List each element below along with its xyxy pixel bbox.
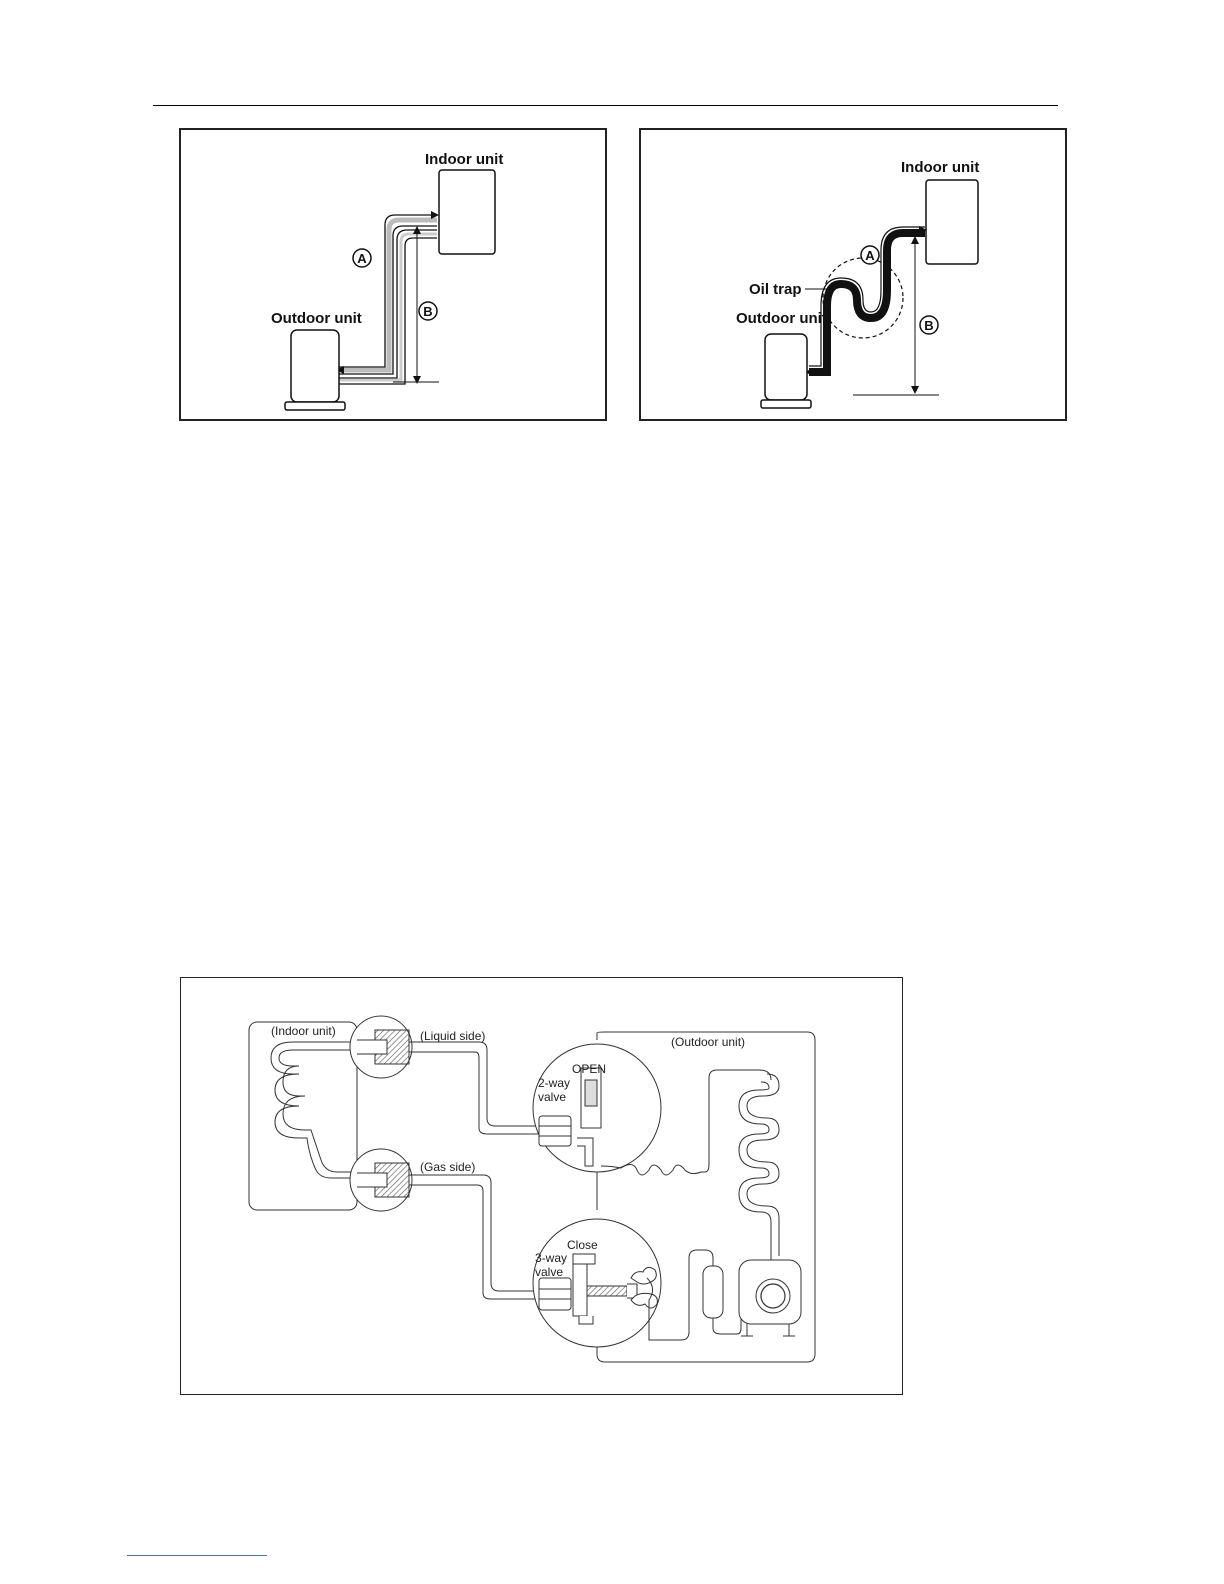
three-way-valve-cap: [573, 1254, 595, 1264]
liquid-side-label: (Liquid side): [420, 1029, 485, 1043]
pipe-fill: [339, 220, 437, 370]
outdoor-coil: [747, 1074, 779, 1256]
indoor-coil: [271, 1042, 357, 1178]
gas-side-label: (Gas side): [420, 1160, 475, 1174]
two-way-valve-nut: [539, 1116, 571, 1146]
indoor-unit-label: (Indoor unit): [271, 1024, 336, 1038]
three-way-valve-label-line2: valve: [535, 1265, 563, 1279]
outdoor-unit-label: Outdoor unit: [271, 310, 362, 327]
indoor-coil: [279, 1050, 357, 1172]
three-way-valve-outlet: [579, 1316, 593, 1324]
arrow-head: [413, 376, 421, 384]
outdoor-coil: [739, 1082, 771, 1256]
three-way-valve-nut: [539, 1278, 571, 1310]
outdoor-unit-base: [761, 400, 811, 408]
liquid-side-pipe-stub: [357, 1040, 387, 1054]
indoor-unit-box: [439, 170, 495, 254]
header-rule: [153, 105, 1058, 106]
indoor-unit-label: Indoor unit: [901, 159, 979, 176]
footer-rule: [127, 1555, 267, 1556]
accumulator: [703, 1266, 723, 1318]
three-way-state-label: Close: [567, 1238, 598, 1252]
arrow-head: [911, 236, 919, 244]
arrow-head: [911, 386, 919, 394]
marker-b-text: B: [924, 318, 933, 333]
gas-side-pipe-stub: [357, 1173, 387, 1187]
two-way-valve-stem: [585, 1080, 597, 1106]
oil-trap-label: Oil trap: [749, 281, 802, 298]
outdoor-unit-label: (Outdoor unit): [671, 1035, 745, 1049]
marker-a-text: A: [357, 251, 367, 266]
marker-b-text: B: [423, 304, 432, 319]
gas-line: [409, 1175, 541, 1291]
service-port: [587, 1286, 627, 1296]
piping-diagram-left: A B Indoor unit Outdoor unit: [179, 128, 607, 421]
outdoor-unit-box: [291, 330, 339, 402]
liquid-line: [409, 1042, 541, 1126]
compressor-motor-inner: [761, 1284, 785, 1308]
outdoor-unit-box: [765, 334, 807, 400]
liquid-line: [409, 1052, 541, 1134]
piping-diagram-right-drawing: A B Indoor unit Oil trap Outdoor unit: [641, 130, 1069, 423]
two-way-valve-label-line1: 2-way: [538, 1076, 570, 1090]
three-way-valve-label-line1: 3-way: [535, 1251, 567, 1265]
indoor-unit-label: Indoor unit: [425, 151, 503, 168]
piping-diagram-left-drawing: A B Indoor unit Outdoor unit: [181, 130, 609, 423]
two-way-state-label: OPEN: [572, 1062, 606, 1076]
valve-diagram-drawing: (Indoor unit) (Liquid side) (Gas side) (…: [181, 978, 904, 1396]
accumulator-pipe: [713, 1318, 741, 1334]
three-way-valve-body: [573, 1260, 587, 1316]
outdoor-unit-label: Outdoor unit: [736, 310, 827, 327]
two-way-valve-label-line2: valve: [538, 1090, 566, 1104]
marker-a-text: A: [865, 248, 875, 263]
outdoor-unit-base: [285, 402, 345, 410]
valve-diagram: (Indoor unit) (Liquid side) (Gas side) (…: [180, 977, 903, 1395]
indoor-unit-box: [926, 180, 978, 264]
gas-line: [409, 1185, 541, 1299]
piping-diagram-right: A B Indoor unit Oil trap Outdoor unit: [639, 128, 1067, 421]
